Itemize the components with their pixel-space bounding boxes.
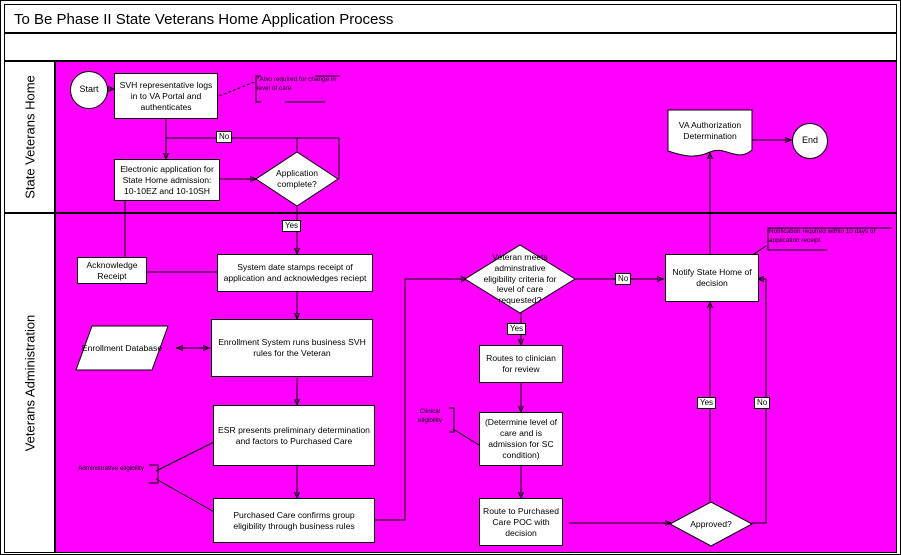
edge-label-app-complete-no: No	[216, 131, 233, 143]
node-label: Veteran meets adminstrative eligibility …	[483, 252, 557, 306]
node-system-date-stamps[interactable]: System date stamps receipt of applicatio…	[217, 254, 373, 292]
node-label: Electronic application for State Home ad…	[120, 163, 214, 196]
edge-label-text: Yes	[510, 324, 524, 333]
note-administrative-eligibility: Administrative eligibility	[63, 464, 159, 484]
note-clinical-eligibility: Clinical eligibility	[405, 407, 455, 433]
node-va-authorization-determination[interactable]: VA Authorization Determination	[667, 109, 753, 161]
node-label: Routes to clinician for review	[486, 353, 556, 374]
node-label: Acknowledge Receipt	[86, 259, 138, 281]
node-veteran-meets-eligibility-decision[interactable]: Veteran meets adminstrative eligibility …	[464, 244, 576, 314]
node-label: ESR presents preliminary determination a…	[218, 424, 370, 446]
node-label: Start	[79, 84, 99, 95]
node-label: Purchased Care confirms group eligibilit…	[233, 509, 355, 531]
lane-label-text: State Veterans Home	[22, 75, 37, 199]
node-label: Enrollment System runs business SVH rule…	[218, 337, 366, 358]
node-label: Route to Purchased Care POC with decisio…	[483, 505, 559, 538]
edge-label-veteran-meets-no: No	[615, 273, 632, 285]
node-acknowledge-receipt[interactable]: Acknowledge Receipt	[77, 257, 147, 284]
lane-label-text: Veterans Administration	[22, 314, 37, 452]
node-label: Approved?	[690, 518, 732, 529]
node-determine-level-of-care[interactable]: (Determine level of care and is admissio…	[479, 412, 563, 466]
edge-label-approved-yes: Yes	[697, 397, 717, 409]
lane-label-state-veterans-home: State Veterans Home	[4, 61, 55, 213]
edge-label-veteran-meets-yes: Yes	[507, 323, 527, 335]
note-text: Notification required within 10 days of …	[769, 228, 876, 244]
node-end[interactable]: End	[792, 123, 828, 159]
edge-label-app-complete-yes: Yes	[282, 220, 302, 232]
node-approved-decision[interactable]: Approved?	[669, 501, 753, 547]
node-label: Application complete?	[275, 168, 319, 189]
note-text: Administrative eligibility	[77, 465, 145, 472]
node-route-to-poc[interactable]: Route to Purchased Care POC with decisio…	[479, 498, 563, 546]
edge-label-text: No	[618, 274, 629, 283]
node-routes-to-clinician[interactable]: Routes to clinician for review	[479, 345, 563, 383]
node-label: System date stamps receipt of applicatio…	[223, 262, 367, 283]
edge-label-text: No	[757, 398, 768, 407]
node-electronic-application[interactable]: Electronic application for State Home ad…	[114, 159, 220, 201]
edge-label-text: Yes	[700, 398, 714, 407]
node-enrollment-database[interactable]: Enrollment Database	[75, 325, 169, 371]
edge-label-text: Yes	[285, 221, 299, 230]
node-enrollment-system[interactable]: Enrollment System runs business SVH rule…	[211, 319, 373, 377]
note-notification-window: Notification required within 10 days of …	[767, 227, 893, 251]
page-title: To Be Phase II State Veterans Home Appli…	[14, 11, 394, 28]
edge-label-text: No	[219, 132, 230, 141]
edge-label-approved-no: No	[754, 397, 771, 409]
node-notify-state-home[interactable]: Notify State Home of decision	[665, 254, 759, 302]
diagram-subtitle-bar	[4, 33, 897, 61]
node-esr-presents[interactable]: ESR presents preliminary determination a…	[213, 405, 375, 466]
node-svh-login[interactable]: SVH representative logs in to VA Portal …	[114, 73, 218, 119]
node-label: End	[801, 135, 818, 146]
note-text: *Also required for change in level of ca…	[257, 76, 336, 92]
node-label: Enrollment Database	[81, 342, 163, 353]
node-label: SVH representative logs in to VA Portal …	[119, 79, 213, 112]
node-start[interactable]: Start	[70, 71, 108, 109]
node-label: VA Authorization Determination	[678, 119, 742, 141]
node-purchased-care-confirms[interactable]: Purchased Care confirms group eligibilit…	[213, 498, 375, 543]
note-level-of-care: *Also required for change in level of ca…	[255, 75, 341, 103]
lane-label-veterans-administration: Veterans Administration	[4, 213, 55, 553]
diagram-title-bar: To Be Phase II State Veterans Home Appli…	[4, 4, 897, 33]
node-label: Notify State Home of decision	[672, 267, 752, 288]
node-label: (Determine level of care and is admissio…	[484, 417, 558, 460]
node-application-complete-decision[interactable]: Application complete?	[255, 151, 339, 207]
